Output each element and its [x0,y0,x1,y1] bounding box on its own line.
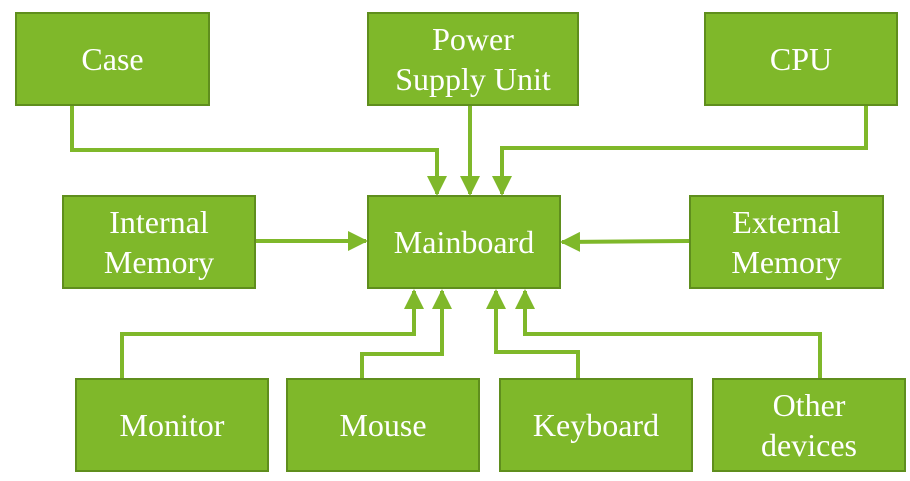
connector-mouse [360,289,452,378]
connector-other-devices [515,289,822,378]
connector-keyboard [486,289,580,378]
mouse-box: Mouse [286,378,480,472]
case-box: Case [15,12,210,106]
connector-external-memory [560,231,690,252]
mainboard-box: Mainboard [367,195,561,289]
cpu-box: CPU [704,12,898,106]
keyboard-box: Keyboard [499,378,693,472]
connector-monitor [120,289,424,378]
monitor-box: Monitor [75,378,269,472]
other-devices-box: Other devices [712,378,906,472]
connector-cpu [492,106,868,196]
connector-case [70,106,447,196]
external-memory-box: External Memory [689,195,884,289]
internal-memory-box: Internal Memory [62,195,256,289]
power-supply-unit-box: Power Supply Unit [367,12,579,106]
